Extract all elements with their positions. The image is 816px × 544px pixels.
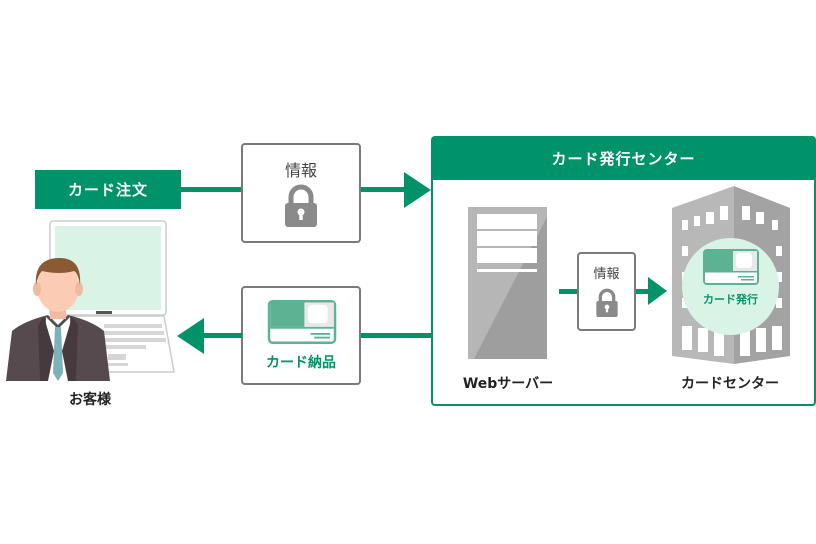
info-box-order: 情報: [241, 143, 361, 243]
order-arrow-line: [361, 187, 406, 192]
card-issue-badge: カード発行: [682, 238, 779, 335]
delivery-arrow-line: [200, 333, 242, 338]
customer-label: お客様: [69, 392, 111, 408]
person-icon: [6, 257, 110, 381]
card-icon: [267, 300, 337, 344]
server-icon: [468, 207, 547, 359]
arrow-right-icon: [648, 277, 667, 305]
delivery-box-label: カード納品: [266, 355, 336, 371]
arrow-left-icon: [177, 318, 204, 354]
lock-icon: [596, 288, 618, 317]
info-box-transfer: 情報: [577, 252, 636, 331]
issuing-center-title: カード発行センター: [551, 150, 696, 168]
card-center-label: カードセンター: [681, 376, 779, 392]
web-server-label: Webサーバー: [462, 376, 554, 392]
card-issue-badge-label: カード発行: [703, 293, 758, 306]
info-box-order-label: 情報: [284, 161, 317, 180]
delivery-line: [361, 333, 432, 338]
transfer-line: [559, 289, 578, 294]
arrow-right-icon: [404, 172, 431, 208]
card-icon: [703, 249, 759, 285]
order-connector-line: [181, 187, 242, 192]
lock-icon: [285, 184, 317, 227]
info-box-transfer-label: 情報: [593, 267, 620, 282]
order-banner: カード注文: [35, 170, 181, 209]
delivery-box: カード納品: [241, 286, 361, 385]
order-banner-label: カード注文: [67, 181, 148, 199]
issuing-center-header: カード発行センター: [432, 137, 815, 180]
transfer-arrow-line: [636, 289, 650, 294]
